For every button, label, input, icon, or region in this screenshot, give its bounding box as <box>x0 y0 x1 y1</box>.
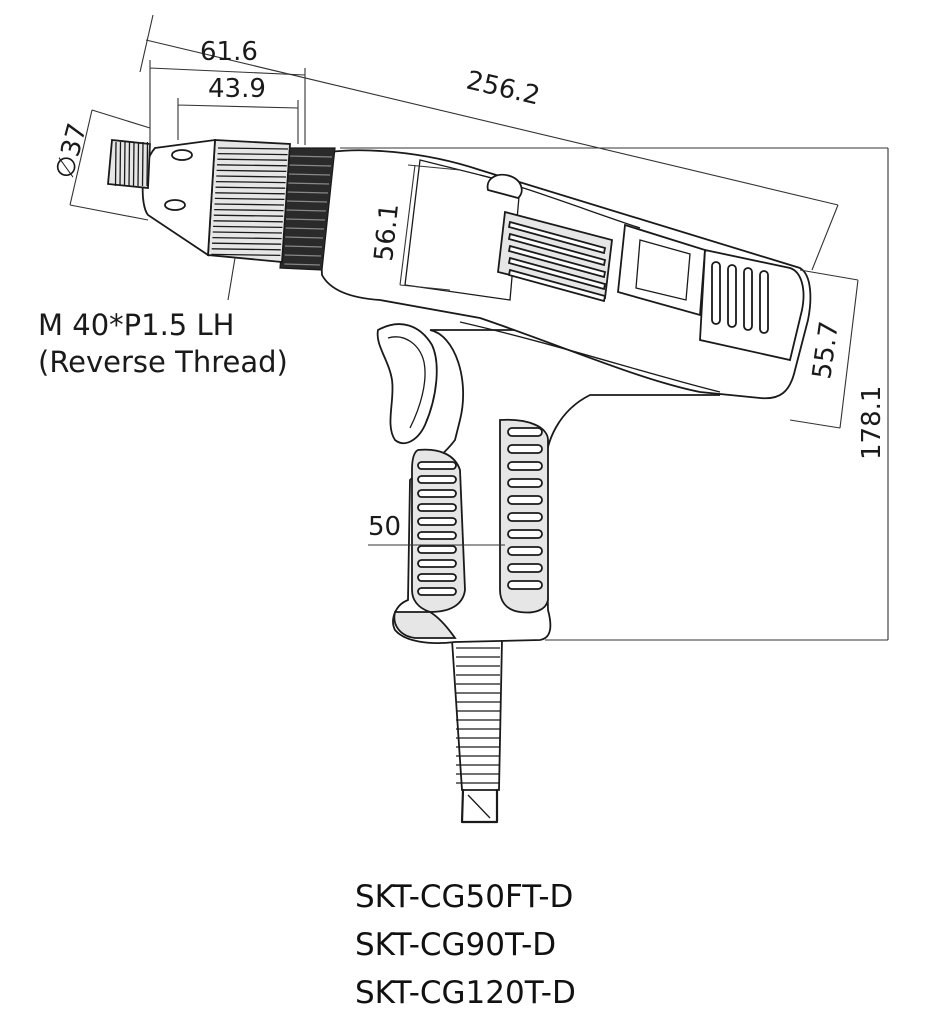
rear-vent <box>743 267 753 331</box>
bit-rib <box>128 141 131 187</box>
thread-line <box>213 225 283 229</box>
collar-rib <box>287 173 331 176</box>
vent-slot <box>507 244 607 279</box>
bit-rib <box>132 141 135 187</box>
grip-rib <box>417 461 457 470</box>
bit-rib <box>146 141 149 187</box>
dim-body-height: 56.1 <box>369 202 405 263</box>
thread-spec: M 40*P1.5 LH <box>38 308 234 342</box>
thread-line <box>214 208 284 212</box>
thread-line <box>212 231 283 234</box>
thread-line <box>215 180 286 184</box>
grip-rib <box>507 512 543 522</box>
thread-line <box>216 164 287 167</box>
threaded-nose <box>107 138 291 263</box>
grip-rib <box>417 517 457 526</box>
collar-rib <box>286 191 329 194</box>
dim-grip-width: 50 <box>368 512 401 542</box>
grip-rib <box>507 478 543 488</box>
dim-nose-diameter: ∅37 <box>50 120 93 182</box>
bit-rib <box>114 141 117 187</box>
grip-rib <box>507 427 543 437</box>
collar-rib <box>287 182 330 185</box>
thread-direction: (Reverse Thread) <box>38 345 288 379</box>
thread-line <box>217 147 289 150</box>
collar-rib <box>286 209 327 212</box>
vent-slot <box>507 256 607 291</box>
vent-slot <box>507 268 607 303</box>
collar-rib <box>284 254 322 257</box>
collar-rib <box>287 155 333 158</box>
grip-rib <box>417 503 457 512</box>
dim-nose-inner-length: 43.9 <box>208 74 266 104</box>
grip-rib <box>507 461 543 471</box>
power-cable <box>451 639 503 824</box>
collar-rib <box>285 218 326 221</box>
tool-illustration <box>107 138 812 824</box>
collar-rib <box>285 227 325 230</box>
thread-line <box>212 236 282 240</box>
grip-rib <box>417 531 457 540</box>
grip-rib <box>417 475 457 484</box>
vent-slot <box>507 220 607 255</box>
thread-line <box>213 220 283 223</box>
dimension-lines <box>69 14 889 641</box>
motor-housing <box>317 149 812 400</box>
thread-line <box>214 197 285 201</box>
bit-rib <box>141 141 144 187</box>
thread-line <box>217 152 288 156</box>
collar-rib <box>287 164 332 167</box>
grip-rib <box>417 559 457 568</box>
collar-rib <box>284 245 323 248</box>
vent-slot <box>507 232 607 267</box>
thread-line <box>213 214 284 217</box>
thread-line <box>215 192 285 195</box>
dim-total-height: 178.1 <box>857 386 887 460</box>
thread-line <box>211 253 281 257</box>
grip-rib <box>507 495 543 505</box>
model-list: SKT-CG50FT-D SKT-CG90T-D SKT-CG120T-D <box>355 879 576 1011</box>
grip-rib <box>507 580 543 590</box>
rear-vent <box>759 270 769 334</box>
thread-line <box>216 169 287 173</box>
thread-line <box>217 158 288 161</box>
collar-rib <box>284 263 321 266</box>
thread-line <box>216 175 287 178</box>
bit-rib <box>119 141 122 187</box>
rear-vent <box>727 264 737 328</box>
bit-rib <box>137 141 140 187</box>
model-name: SKT-CG90T-D <box>355 927 556 963</box>
grip-rib <box>507 546 543 556</box>
dim-overall-length: 256.2 <box>463 66 542 112</box>
thread-line <box>214 203 285 206</box>
model-name: SKT-CG50FT-D <box>355 879 573 915</box>
clutch-ring <box>279 147 336 271</box>
collar-rib <box>286 200 328 203</box>
grip-rib <box>507 563 543 573</box>
collar-rib <box>285 236 324 239</box>
dim-nose-length: 61.6 <box>200 37 258 67</box>
grip-rib <box>417 587 457 596</box>
bit-rib <box>123 141 126 187</box>
grip-rib <box>417 489 457 498</box>
thread-line <box>215 186 286 189</box>
thread-line <box>212 242 282 245</box>
model-name: SKT-CG120T-D <box>355 975 576 1011</box>
dim-rear-height: 55.7 <box>807 319 845 381</box>
grip-rib <box>507 444 543 454</box>
grip-rib <box>417 573 457 582</box>
thread-line <box>211 248 281 251</box>
grip-rib <box>507 529 543 539</box>
grip-rib <box>417 545 457 554</box>
rear-vent <box>711 261 721 325</box>
